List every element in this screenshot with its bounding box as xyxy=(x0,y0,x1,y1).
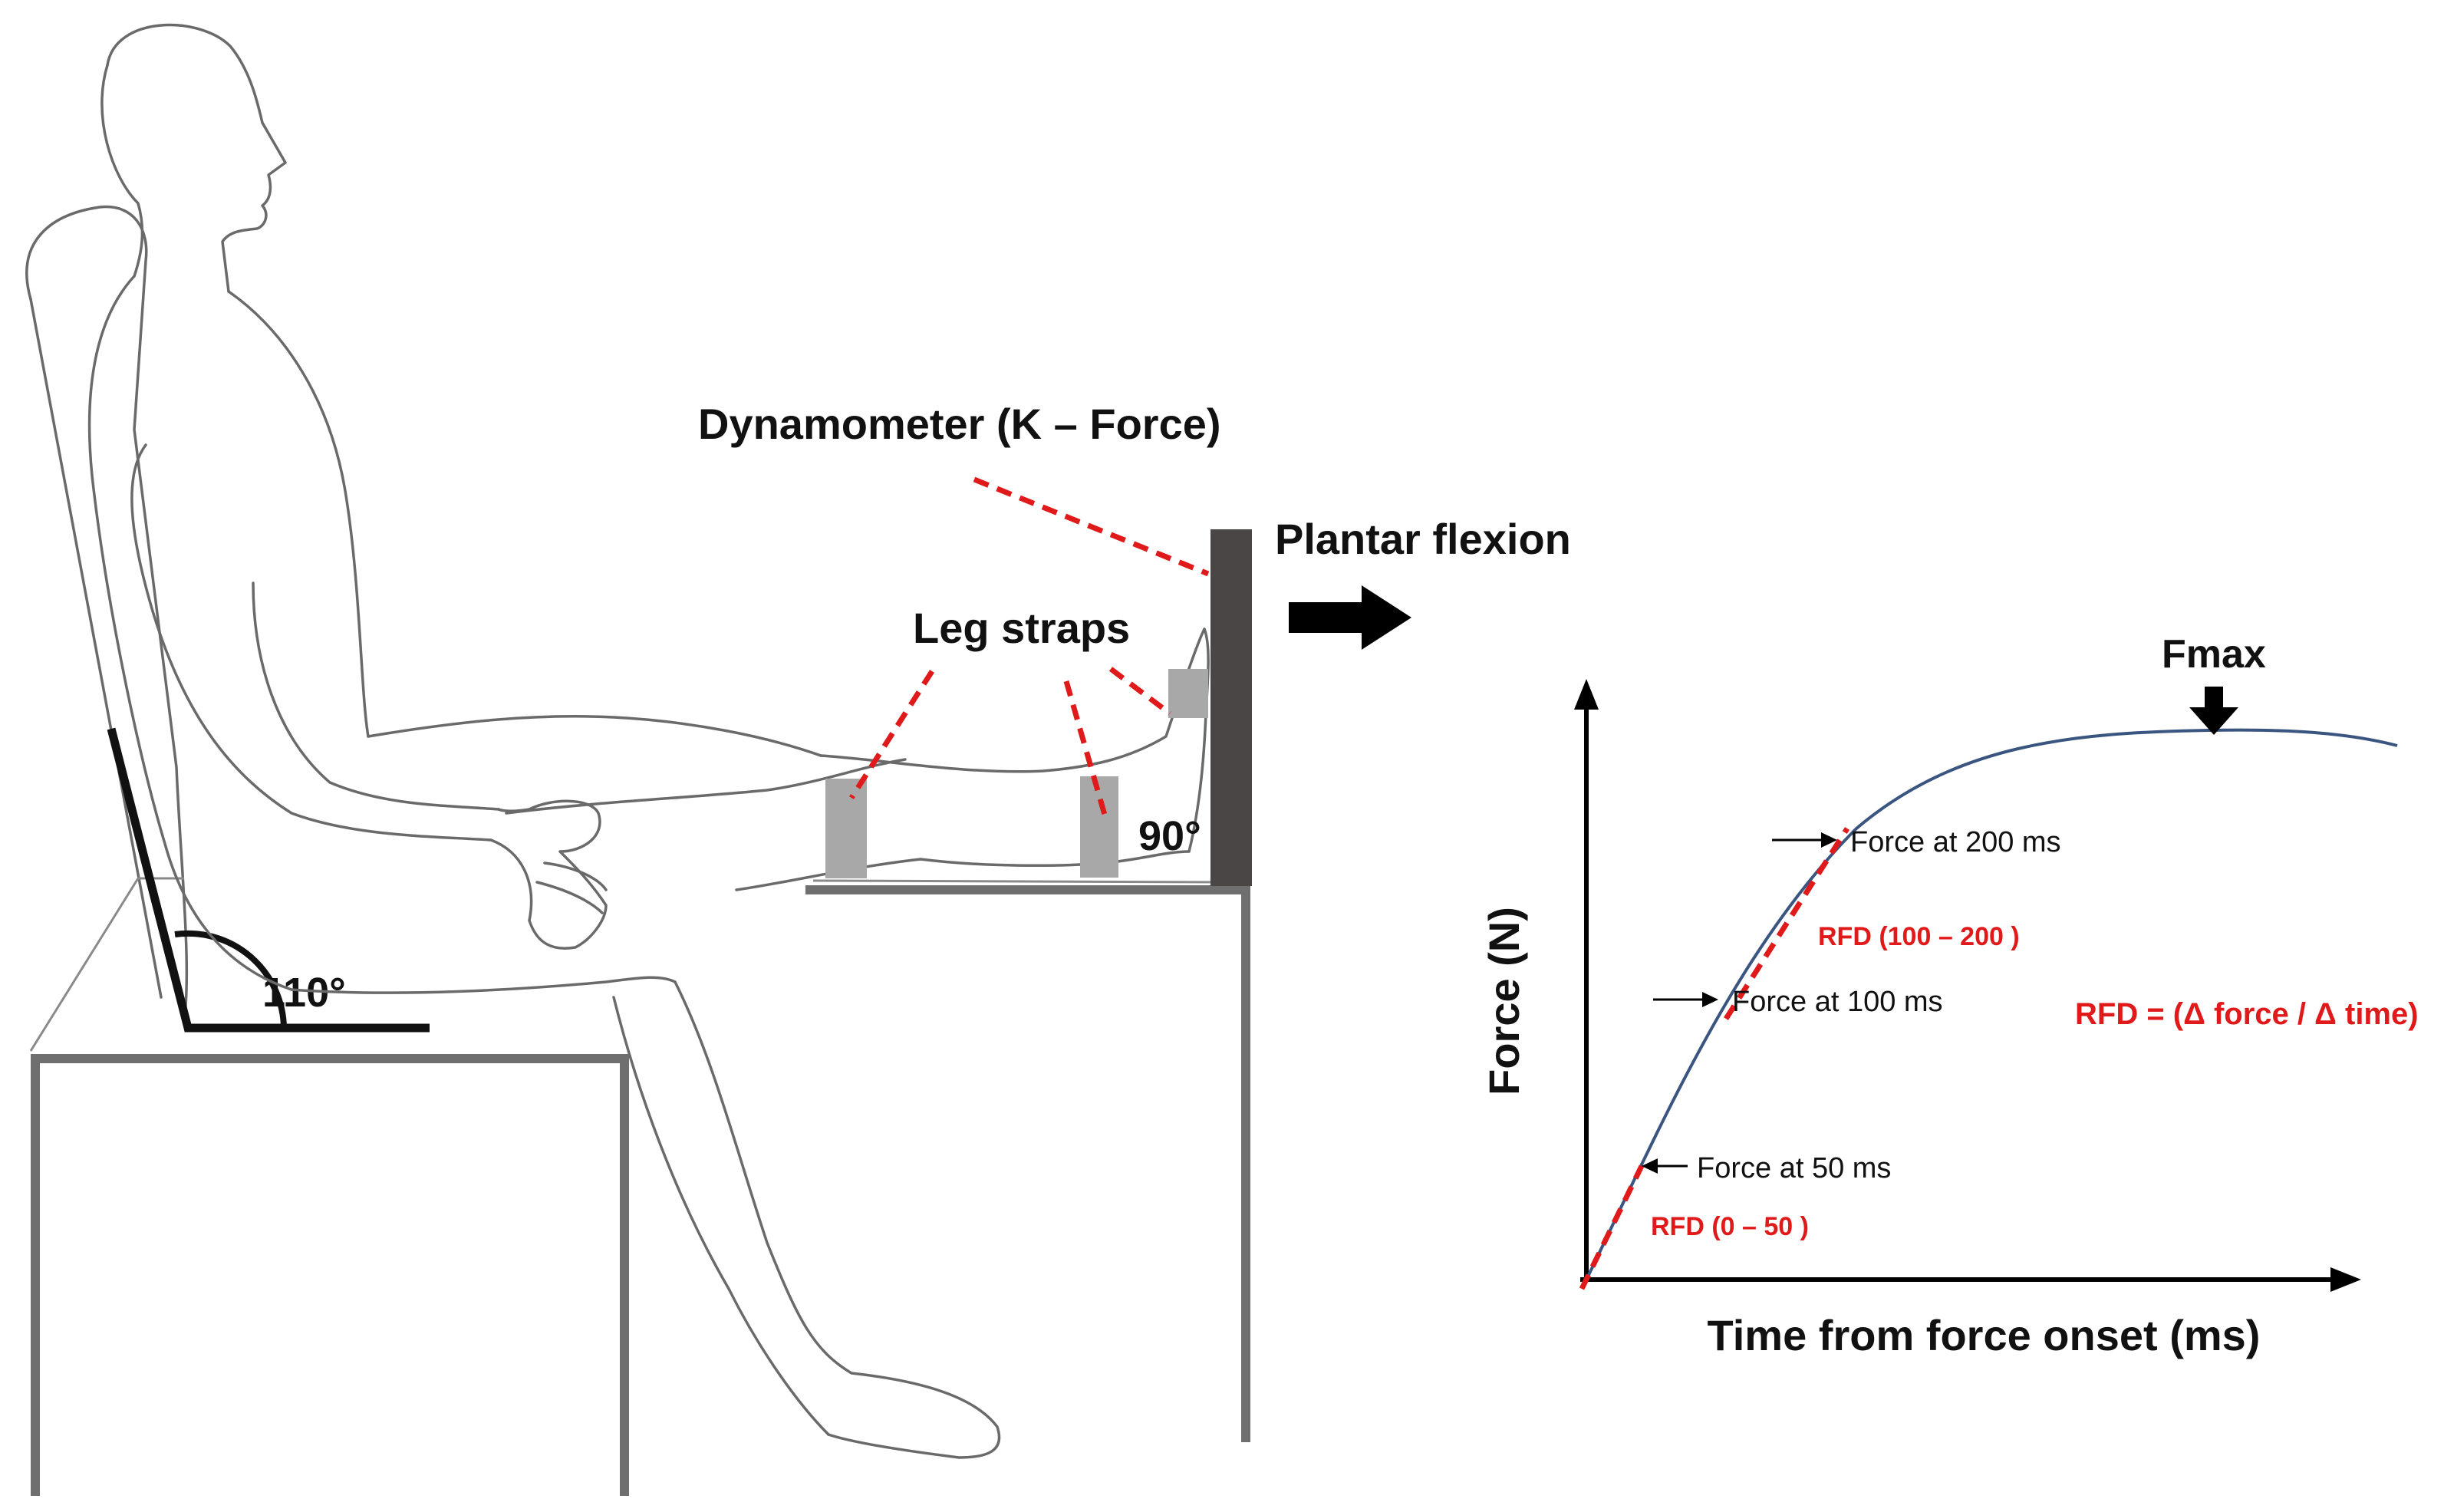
plantar-flexion-label: Plantar flexion xyxy=(1275,515,1571,563)
chair-backrest xyxy=(25,205,189,1022)
rfd-tangent-100-200 xyxy=(1724,827,1849,1020)
seated-subject-setup: 110° xyxy=(25,23,1571,1496)
force-100-marker: Force at 100 ms xyxy=(1653,986,1943,1018)
hand xyxy=(489,799,608,950)
rfd-0-50-label: RFD (0 – 50 ) xyxy=(1651,1212,1809,1241)
force-curve xyxy=(1585,728,2398,1280)
rfd-100-200-label: RFD (100 – 200 ) xyxy=(1818,922,2020,951)
foot-strap xyxy=(1168,669,1208,718)
thigh-bottom xyxy=(290,976,677,994)
dynamometer-leader xyxy=(973,476,1210,577)
leg-strap-1 xyxy=(825,779,867,878)
force-200-label: Force at 200 ms xyxy=(1850,826,2061,858)
leg-rig-table xyxy=(805,879,1250,1442)
force-200-marker: Force at 200 ms xyxy=(1772,826,2061,858)
ankle-angle-label: 90° xyxy=(1138,813,1201,859)
leg-straps-label: Leg straps xyxy=(913,604,1130,652)
torso-front xyxy=(227,290,370,738)
x-axis-label: Time from force onset (ms) xyxy=(1708,1311,2261,1359)
seat-table xyxy=(29,877,629,1496)
y-axis-label: Force (N) xyxy=(1480,907,1528,1095)
shin-back xyxy=(612,996,830,1436)
rfd-formula: RFD = (Δ force / Δ time) xyxy=(2075,997,2419,1031)
y-axis-arrowhead xyxy=(1574,679,1599,710)
thigh-top xyxy=(367,714,822,757)
axes xyxy=(1574,679,2361,1292)
extended-leg-bottom xyxy=(735,858,922,891)
head-back xyxy=(100,64,144,278)
force-50-label: Force at 50 ms xyxy=(1697,1152,1891,1184)
strap-leader-3 xyxy=(1108,667,1172,716)
x-axis-arrowhead xyxy=(2330,1267,2361,1292)
strap-leader-1 xyxy=(849,670,934,799)
extended-leg-top xyxy=(505,758,907,815)
fmax-label: Fmax xyxy=(2162,632,2266,677)
dynamometer-plate xyxy=(1210,529,1252,886)
right-arrow-icon xyxy=(1289,585,1411,650)
down-arrow-icon xyxy=(2189,687,2238,735)
leader-lines xyxy=(849,476,1210,815)
torso-back xyxy=(87,275,293,991)
head xyxy=(106,23,287,293)
leg-strap-2 xyxy=(1080,776,1118,878)
hand-fingers xyxy=(535,861,608,914)
upper-arm xyxy=(130,443,492,842)
chair-backrest-edge xyxy=(29,298,163,999)
force-time-graph: Fmax Force at 200 ms Force at 100 ms For… xyxy=(1480,632,2419,1359)
force-50-marker: Force at 50 ms xyxy=(1642,1152,1891,1184)
leg-straps xyxy=(825,669,1208,878)
human-figure xyxy=(87,23,1210,1459)
upper-arm-inner xyxy=(252,581,500,811)
shin-front xyxy=(674,980,1001,1459)
dynamometer-label: Dynamometer (K – Force) xyxy=(698,400,1221,448)
force-100-label: Force at 100 ms xyxy=(1732,986,1943,1018)
